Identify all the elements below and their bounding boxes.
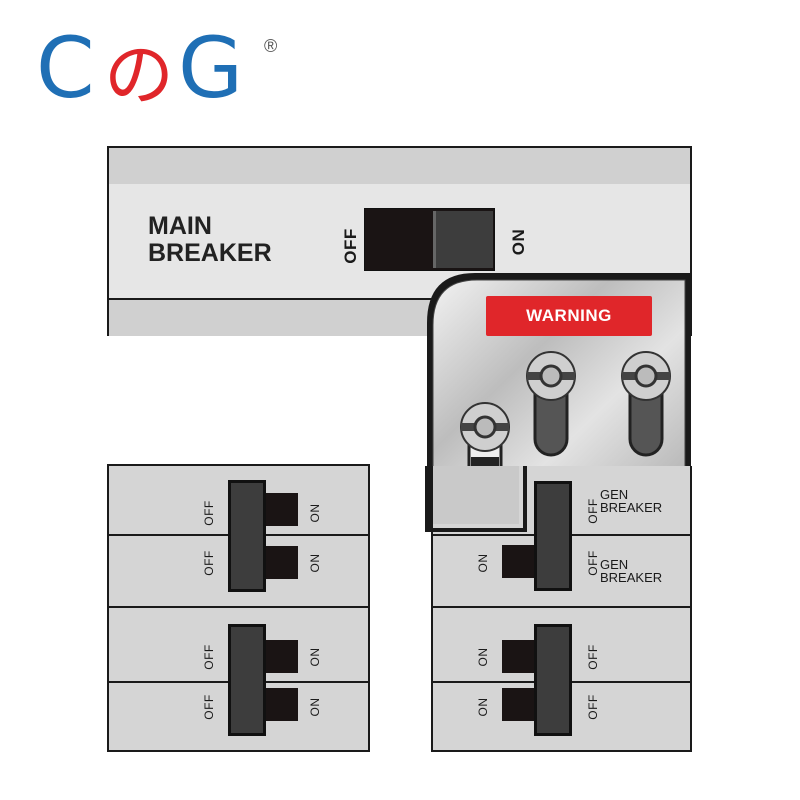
off-label-r3: OFF: [586, 644, 600, 670]
main-breaker-title-line1: MAIN: [148, 212, 212, 240]
gen-on-label-2: ON: [476, 553, 490, 573]
interlock-plate-notch: [425, 466, 527, 532]
off-label-l1: OFF: [202, 500, 216, 526]
gen-breaker-handle[interactable]: [534, 481, 572, 591]
off-label-r4: OFF: [586, 694, 600, 720]
registered-mark: ®: [264, 36, 278, 56]
on-label-l1: ON: [308, 503, 322, 523]
on-label-r3: ON: [476, 647, 490, 667]
gen-label-2-line1: GEN: [600, 557, 629, 572]
breaker-handle-right-bottom[interactable]: [534, 624, 572, 736]
on-label-l3: ON: [308, 647, 322, 667]
gen-breaker-label-1: GEN BREAKER: [600, 488, 662, 514]
main-panel-top-strip: [109, 148, 690, 186]
interlock-screw-2: [526, 351, 576, 401]
interlock-screw-1: [460, 402, 510, 452]
off-label-l2: OFF: [202, 550, 216, 576]
gen-label-1-line2: BREAKER: [600, 500, 663, 515]
logo-letter-g: G: [178, 19, 244, 117]
warning-label: WARNING: [486, 296, 652, 336]
breaker-tab-right-3[interactable]: [502, 640, 534, 673]
on-label-l4: ON: [308, 697, 322, 717]
interlock-screw-3: [621, 351, 671, 401]
main-breaker-toggle[interactable]: [433, 211, 493, 268]
on-label-r4: ON: [476, 697, 490, 717]
main-off-label: OFF: [341, 228, 360, 264]
breaker-tab-right-4[interactable]: [502, 688, 534, 721]
main-breaker-switch[interactable]: [364, 208, 495, 271]
breaker-handle-left-top[interactable]: [228, 480, 266, 592]
gen-off-label-1: OFF: [586, 498, 600, 524]
breaker-tab-left-3[interactable]: [266, 640, 298, 673]
gen-breaker-tab[interactable]: [502, 545, 534, 578]
warning-text: WARNING: [526, 306, 612, 325]
breaker-tab-left-1[interactable]: [266, 493, 298, 526]
breaker-handle-left-bottom[interactable]: [228, 624, 266, 736]
main-breaker-title: MAIN BREAKER: [148, 213, 272, 267]
on-label-l2: ON: [308, 553, 322, 573]
gen-label-1-line1: GEN: [600, 487, 629, 502]
breaker-tab-left-4[interactable]: [266, 688, 298, 721]
main-breaker-title-line2: BREAKER: [148, 239, 272, 267]
off-label-l4: OFF: [202, 694, 216, 720]
logo-letter-c: C: [36, 19, 95, 117]
gen-breaker-label-2: GEN BREAKER: [600, 558, 662, 584]
gen-label-2-line2: BREAKER: [600, 570, 663, 585]
gen-off-label-2: OFF: [586, 550, 600, 576]
off-label-l3: OFF: [202, 644, 216, 670]
main-on-label: ON: [509, 228, 528, 256]
breaker-tab-left-2[interactable]: [266, 546, 298, 579]
logo-mark: の: [104, 34, 174, 116]
